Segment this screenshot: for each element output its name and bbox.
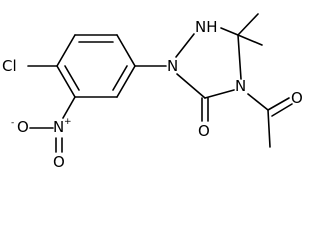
nitro-oxygen-bottom-label: O [53, 153, 65, 171]
chlorine-label: Cl [2, 57, 17, 75]
nitro-nitrogen-charge: + [64, 117, 72, 127]
c-nitro-bond [62, 96, 76, 119]
acetyl-methyl-bond [267, 109, 271, 148]
n-acetyl-bond [247, 93, 269, 111]
molecule-drawing: Cl N + O - O N NH N O O [2, 13, 303, 171]
structure-canvas: Cl N + O - O N NH N O O [2, 13, 303, 171]
ring-nh-label: NH [195, 18, 218, 36]
nitro-nitrogen-label: N [53, 118, 64, 136]
nitro-oxygen-top-charge: - [11, 118, 14, 128]
triazolidinone-ring [175, 27, 242, 99]
ring-nitrogen-4-label: N [235, 77, 246, 95]
methyl-bond-2 [237, 34, 263, 46]
methyl-bond-1 [237, 13, 259, 36]
nitro-oxygen-top-label: O [17, 118, 29, 136]
ring-nitrogen-1-label: N [167, 57, 178, 75]
ring-carbonyl-oxygen-label: O [198, 122, 210, 140]
benzene-ring [56, 34, 136, 98]
acetyl-carbonyl-bond-1 [267, 97, 290, 111]
acetyl-carbonyl-bond-2 [271, 103, 293, 117]
acetyl-oxygen-label: O [291, 89, 303, 107]
